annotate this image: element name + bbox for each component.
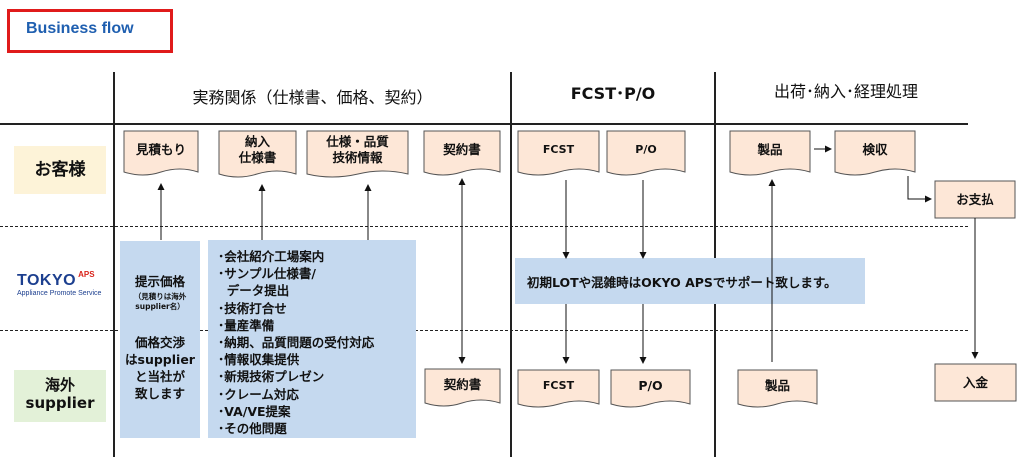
service-item: ･サンプル仕様書/ bbox=[218, 266, 316, 282]
doc-sup-po: P/O bbox=[638, 377, 663, 393]
doc-delivery-spec-line2: 仕様書 bbox=[238, 150, 277, 165]
column-header-shipping: 出荷･納入･経理処理 bbox=[773, 82, 918, 101]
doc-inspection: 検収 bbox=[862, 142, 888, 158]
price-box: 提示価格 （見積りは海外 supplier名） 価格交渉 はsupplier と… bbox=[120, 241, 200, 438]
diagram-title: Business flow bbox=[26, 20, 134, 37]
doc-contract: 契約書 bbox=[443, 142, 481, 158]
doc-spec-quality: 仕様・品質 技術情報 bbox=[307, 131, 408, 169]
price-box-line5: はsupplier bbox=[125, 352, 195, 367]
role-supplier: 海外 supplier bbox=[14, 370, 106, 422]
doc-sup-fcst: FCST bbox=[542, 378, 575, 392]
price-box-line3: supplier名） bbox=[135, 302, 185, 311]
service-item: ･情報収集提供 bbox=[218, 352, 300, 368]
price-box-line7: 致します bbox=[134, 386, 185, 401]
column-header-practical: 実務関係（仕様書、価格、契約） bbox=[192, 88, 433, 107]
support-note: 初期LOTや混雑時はOKYO APSでサポート致します。 bbox=[515, 258, 865, 304]
price-box-line6: と当社が bbox=[134, 369, 185, 384]
grid-line-1 bbox=[113, 72, 115, 457]
title-frame bbox=[7, 9, 173, 53]
service-item: ･技術打合せ bbox=[218, 300, 287, 316]
service-item: ･その他問題 bbox=[218, 421, 287, 437]
service-item: ･VA/VE提案 bbox=[218, 403, 291, 419]
aps-logo-main: TOKYO bbox=[17, 272, 77, 289]
doc-sup-contract: 契約書 bbox=[443, 376, 482, 392]
doc-product: 製品 bbox=[757, 142, 783, 158]
doc-spec-quality-line1: 仕様・品質 bbox=[326, 134, 389, 150]
services-box: ･会社紹介工場案内 ･サンプル仕様書/ データ提出･技術打合せ･量産準備 ･納期、品… bbox=[208, 240, 416, 438]
doc-delivery-spec: 納入 仕様書 bbox=[219, 131, 296, 169]
header-divider bbox=[0, 123, 968, 125]
doc-delivery-spec-line1: 納入 bbox=[244, 134, 270, 150]
role-supplier-line2: supplier bbox=[25, 394, 95, 412]
lane-divider-2 bbox=[0, 330, 968, 331]
grid-line-2 bbox=[510, 72, 512, 457]
doc-po: P/O bbox=[635, 143, 657, 157]
services-list: ･会社紹介工場案内 ･サンプル仕様書/ データ提出･技術打合せ･量産準備 ･納期、品… bbox=[218, 248, 416, 437]
arrow-inspection-to-payment bbox=[907, 176, 932, 203]
doc-receipt: 入金 bbox=[962, 374, 988, 390]
service-item: ･会社紹介工場案内 bbox=[218, 249, 325, 264]
lane-divider-1 bbox=[0, 226, 968, 227]
column-header-fcst: FCST･P/O bbox=[570, 84, 656, 103]
doc-payment: お支払 bbox=[956, 191, 994, 207]
aps-logo-sub: Appliance Promote Service bbox=[17, 290, 102, 297]
price-box-line4: 価格交渉 bbox=[134, 335, 185, 350]
price-box-line2: （見積りは海外 bbox=[133, 292, 187, 301]
doc-sup-product: 製品 bbox=[764, 377, 790, 393]
aps-logo-sup: APS bbox=[78, 270, 95, 279]
role-customer: お客様 bbox=[14, 146, 106, 194]
service-item: ･クレーム対応 bbox=[218, 386, 299, 402]
service-item: ･納期、品質問題の受付対応 bbox=[218, 335, 375, 351]
service-item: データ提出 bbox=[218, 283, 290, 299]
price-box-line1: 提示価格 bbox=[134, 274, 185, 289]
doc-estimate: 見積もり bbox=[135, 142, 186, 158]
doc-fcst: FCST bbox=[542, 143, 575, 157]
doc-spec-quality-line2: 技術情報 bbox=[332, 150, 383, 165]
service-item: ･新規技術プレゼン bbox=[218, 369, 325, 385]
service-item: ･量産準備 bbox=[218, 317, 275, 333]
role-supplier-line1: 海外 bbox=[44, 376, 75, 394]
